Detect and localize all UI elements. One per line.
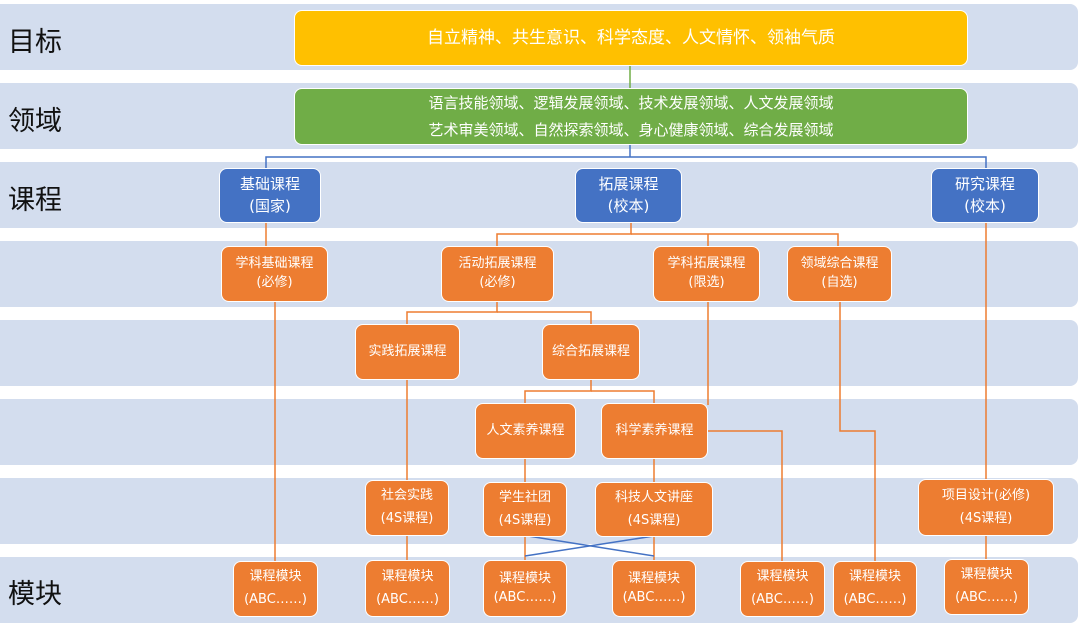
course-research-sub: (校本) <box>964 196 1006 215</box>
wire-science-module5 <box>707 430 783 562</box>
domain-box: 语言技能领域、逻辑发展领域、技术发展领域、人文发展领域 艺术审美领域、自然探索领… <box>294 88 968 145</box>
domain-comprehensive-name: 领域综合课程 <box>800 256 879 272</box>
wire-comp-bus-right <box>591 390 655 405</box>
module-6-name: 课程模块 <box>848 569 901 585</box>
module-4-sub: (ABC……) <box>622 589 686 605</box>
row-label-goal: 目标 <box>8 27 62 58</box>
module-1-sub: (ABC……) <box>244 592 307 607</box>
course-expansion: 拓展课程 (校本) <box>575 168 682 223</box>
band-level3 <box>0 320 1078 386</box>
subject-expansion-name: 学科拓展课程 <box>667 256 746 272</box>
comprehensive-expansion-course: 综合拓展课程 <box>542 324 640 380</box>
student-clubs-name: 学生社团 <box>498 489 551 505</box>
module-5-sub: (ABC……) <box>751 592 814 607</box>
module-4-name: 课程模块 <box>627 570 680 586</box>
course-research-name: 研究课程 <box>954 174 1015 193</box>
band-course <box>0 162 1078 228</box>
module-7-name: 课程模块 <box>960 567 1013 583</box>
practice-expansion-course: 实践拓展课程 <box>355 324 460 380</box>
humanity-literacy-course: 人文素养课程 <box>475 403 576 459</box>
wire-expansion-bus-right <box>631 233 839 246</box>
goal-box: 自立精神、共生意识、科学态度、人文情怀、领袖气质 <box>294 10 968 66</box>
module-2-name: 课程模块 <box>381 568 434 584</box>
domain-comprehensive-course: 领域综合课程 (自选) <box>787 246 892 302</box>
row-label-course: 课程 <box>8 185 62 216</box>
module-1-name: 课程模块 <box>249 569 302 585</box>
activity-expansion-course: 活动拓展课程 (必修) <box>441 246 554 302</box>
wire-domaincomp-module6 <box>839 301 876 562</box>
course-research: 研究课程 (校本) <box>931 168 1039 223</box>
science-humanity-lectures-name: 科技人文讲座 <box>614 489 693 505</box>
wire-activity-bus <box>406 301 498 325</box>
domain-comprehensive-sub: (自选) <box>821 275 858 290</box>
module-6-sub: (ABC……) <box>843 592 907 607</box>
activity-expansion-sub: (必修) <box>479 275 516 290</box>
wire-activity-bus-right <box>497 311 592 325</box>
project-design-name: 项目设计(必修) <box>941 487 1031 503</box>
student-clubs: 学生社团 (4S课程) <box>483 482 567 537</box>
module-3-sub: (ABC……) <box>493 589 557 605</box>
course-module-7: 课程模块 (ABC……) <box>944 559 1029 615</box>
subject-base-course: 学科基础课程 (必修) <box>221 246 328 302</box>
comprehensive-expansion-name: 综合拓展课程 <box>551 343 630 359</box>
project-design-sub: (4S课程) <box>959 510 1013 526</box>
wire-cross-2 <box>524 535 655 557</box>
practice-expansion-name: 实践拓展课程 <box>368 343 447 359</box>
course-module-2: 课程模块 (ABC……) <box>365 560 450 617</box>
social-practice-sub: (4S课程) <box>380 511 434 526</box>
activity-expansion-name: 活动拓展课程 <box>458 256 537 272</box>
science-humanity-lectures-sub: (4S课程) <box>627 512 681 528</box>
course-module-4: 课程模块 (ABC……) <box>612 560 696 617</box>
module-3-name: 课程模块 <box>498 570 551 586</box>
social-practice-name: 社会实践 <box>380 488 433 504</box>
subject-expansion-sub: (限选) <box>688 275 725 290</box>
domain-line-2: 艺术审美领域、自然探索领域、身心健康领域、综合发展领域 <box>428 120 834 139</box>
course-basic-sub: (国家) <box>249 196 291 215</box>
course-module-1: 课程模块 (ABC……) <box>233 561 318 617</box>
subject-base-sub: (必修) <box>256 275 293 290</box>
module-7-sub: (ABC……) <box>955 590 1018 605</box>
science-literacy-name: 科学素养课程 <box>615 422 694 438</box>
subject-expansion-course: 学科拓展课程 (限选) <box>653 246 760 302</box>
science-literacy-course: 科学素养课程 <box>601 403 708 459</box>
student-clubs-sub: (4S课程) <box>498 512 552 528</box>
subject-base-name: 学科基础课程 <box>235 256 314 272</box>
wire-comp-bus <box>524 380 592 405</box>
course-expansion-sub: (校本) <box>607 196 650 215</box>
science-humanity-lectures: 科技人文讲座 (4S课程) <box>595 482 713 537</box>
goal-text: 自立精神、共生意识、科学态度、人文情怀、领袖气质 <box>427 27 835 48</box>
humanity-literacy-name: 人文素养课程 <box>486 422 565 438</box>
course-module-3: 课程模块 (ABC……) <box>483 560 567 617</box>
wire-course-bus <box>265 156 987 168</box>
course-module-6: 课程模块 (ABC……) <box>833 561 917 617</box>
course-expansion-name: 拓展课程 <box>598 174 659 193</box>
course-basic-name: 基础课程 <box>239 174 300 193</box>
course-basic: 基础课程 (国家) <box>219 168 321 223</box>
row-label-module: 模块 <box>8 579 62 610</box>
wire-expansion-bus <box>496 222 632 246</box>
social-practice: 社会实践 (4S课程) <box>365 480 449 536</box>
row-label-domain: 领域 <box>8 106 62 137</box>
domain-line-1: 语言技能领域、逻辑发展领域、技术发展领域、人文发展领域 <box>428 94 834 113</box>
module-5-name: 课程模块 <box>756 569 809 585</box>
module-2-sub: (ABC……) <box>376 591 439 607</box>
course-module-5: 课程模块 (ABC……) <box>740 561 825 617</box>
project-design: 项目设计(必修) (4S课程) <box>918 479 1054 536</box>
